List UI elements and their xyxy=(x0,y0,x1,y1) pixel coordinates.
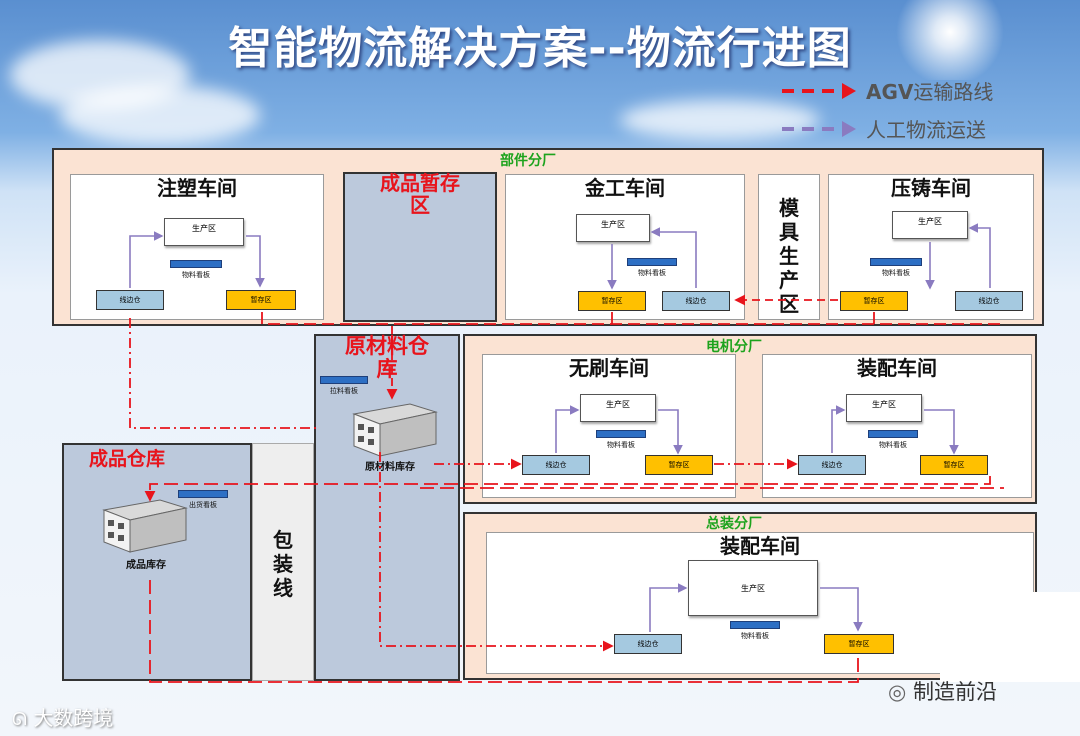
final-assembly-workshop-title: 装配车间 xyxy=(720,534,800,558)
shipping-board: 出货看板 xyxy=(178,490,228,510)
line-side-storage: 线边仓 xyxy=(96,290,164,310)
sun-glow xyxy=(890,0,1010,80)
finished-temp-line2: 区 xyxy=(410,193,430,217)
finished-temp-area xyxy=(343,172,497,322)
raw-material-title: 原材料仓 库 xyxy=(314,335,460,381)
material-board: 物料看板 xyxy=(868,430,918,450)
finished-warehouse-title: 成品仓库 xyxy=(88,448,165,470)
legend-agv-label: AGV运输路线 xyxy=(866,76,993,105)
cloud xyxy=(60,85,260,145)
line-side-storage: 线边仓 xyxy=(662,291,730,311)
pull-board: 拉料看板 xyxy=(320,376,368,396)
motor-assembly-workshop-title: 装配车间 xyxy=(857,356,937,380)
production-area: 生产区 xyxy=(576,214,650,242)
legend-manual-label: 人工物流运送 xyxy=(866,118,986,142)
material-board: 物料看板 xyxy=(596,430,646,450)
temp-storage: 暂存区 xyxy=(578,291,646,311)
legend-manual: 人工物流运送 xyxy=(780,114,986,143)
watermark-left-text: 大数跨境 xyxy=(33,706,114,730)
temp-storage: 暂存区 xyxy=(840,291,908,311)
finished-warehouse xyxy=(62,443,252,681)
weibo-icon: ᘏ xyxy=(12,709,27,730)
page-title: 智能物流解决方案--物流行进图 xyxy=(228,23,852,74)
finished-building-icon xyxy=(102,499,188,553)
temp-storage: 暂存区 xyxy=(226,290,296,310)
production-area: 生产区 xyxy=(164,218,244,246)
raw-material-line1: 原材料仓 xyxy=(345,334,429,358)
finished-inventory-label: 成品库存 xyxy=(126,560,166,571)
temp-storage: 暂存区 xyxy=(645,455,713,475)
brushless-workshop-title: 无刷车间 xyxy=(569,356,649,380)
packing-line-area xyxy=(252,443,314,681)
packing-line-title: 包装线 xyxy=(273,528,293,600)
line-side-storage: 线边仓 xyxy=(955,291,1023,311)
line-side-storage: 线边仓 xyxy=(798,455,866,475)
raw-material-line2: 库 xyxy=(376,357,398,381)
parts-factory-label: 部件分厂 xyxy=(500,153,556,169)
legend-agv: AGV运输路线 xyxy=(780,76,993,105)
mold-area-title: 模具生产区 xyxy=(779,196,799,316)
production-area: 生产区 xyxy=(688,560,818,616)
manual-route-swatch xyxy=(782,120,856,137)
raw-material-warehouse xyxy=(314,334,460,681)
manual-routes xyxy=(129,223,991,632)
assembly-factory-label: 总装分厂 xyxy=(706,516,762,532)
raw-material-building-icon xyxy=(352,403,438,457)
material-board: 物料看板 xyxy=(627,258,677,278)
production-area: 生产区 xyxy=(580,394,656,422)
white-patch xyxy=(940,592,1080,682)
production-area: 生产区 xyxy=(892,211,968,239)
temp-storage: 暂存区 xyxy=(920,455,988,475)
injection-workshop-title: 注塑车间 xyxy=(157,176,237,200)
watermark-right: ◎ 制造前沿 xyxy=(888,676,997,706)
agv-route-swatch xyxy=(782,82,856,99)
watermark-left: ᘏ 大数跨境 xyxy=(12,702,113,731)
production-area: 生产区 xyxy=(846,394,922,422)
watermark-right-text: 制造前沿 xyxy=(913,680,998,704)
wechat-icon: ◎ xyxy=(888,680,907,704)
mold-area xyxy=(758,174,820,320)
material-board: 物料看板 xyxy=(730,621,780,641)
temp-storage: 暂存区 xyxy=(824,634,894,654)
finished-temp-line1: 成品暂存 xyxy=(380,171,460,195)
material-board: 物料看板 xyxy=(170,260,222,280)
metal-workshop-title: 金工车间 xyxy=(585,176,665,200)
die-cast-workshop-title: 压铸车间 xyxy=(891,176,971,200)
agv-suffix: 运输路线 xyxy=(913,80,994,104)
agv-prefix: AGV xyxy=(866,80,914,104)
material-board: 物料看板 xyxy=(870,258,922,278)
line-side-storage: 线边仓 xyxy=(522,455,590,475)
motor-factory-label: 电机分厂 xyxy=(706,339,762,355)
cloud xyxy=(620,100,820,140)
line-side-storage: 线边仓 xyxy=(614,634,682,654)
agv-routes xyxy=(129,294,1004,683)
raw-inventory-label: 原材料库存 xyxy=(365,462,415,473)
finished-temp-title: 成品暂存 区 xyxy=(343,172,497,216)
